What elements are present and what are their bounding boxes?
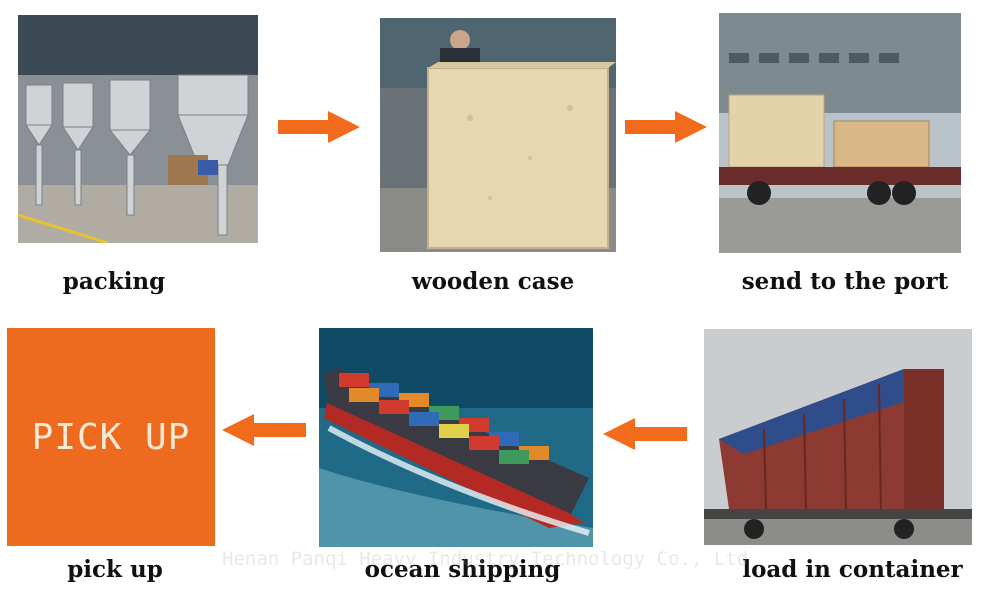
arrow-right-icon — [625, 111, 707, 143]
packing-caption: packing — [62, 268, 166, 295]
arrow-left-icon — [603, 418, 687, 450]
packing-photo — [18, 15, 258, 243]
send-to-port-photo — [719, 13, 961, 253]
arrow-left-icon — [222, 414, 306, 446]
pick-up-caption: pick up — [67, 556, 163, 583]
ocean-shipping-photo — [319, 328, 593, 547]
company-watermark: Henan Panqi Heavy Industry Technology Co… — [222, 548, 749, 570]
pick-up-box: PICK UP — [7, 328, 215, 546]
pick-up-box-text: PICK UP — [31, 416, 191, 458]
load-in-container-caption: load in container — [742, 556, 963, 583]
wooden-case-photo — [380, 18, 616, 252]
wooden-case-caption: wooden case — [411, 268, 575, 295]
load-in-container-photo — [704, 329, 972, 545]
arrow-right-icon — [278, 111, 360, 143]
ocean-shipping-caption: ocean shipping — [364, 556, 561, 583]
send-to-port-caption: send to the port — [741, 268, 949, 295]
